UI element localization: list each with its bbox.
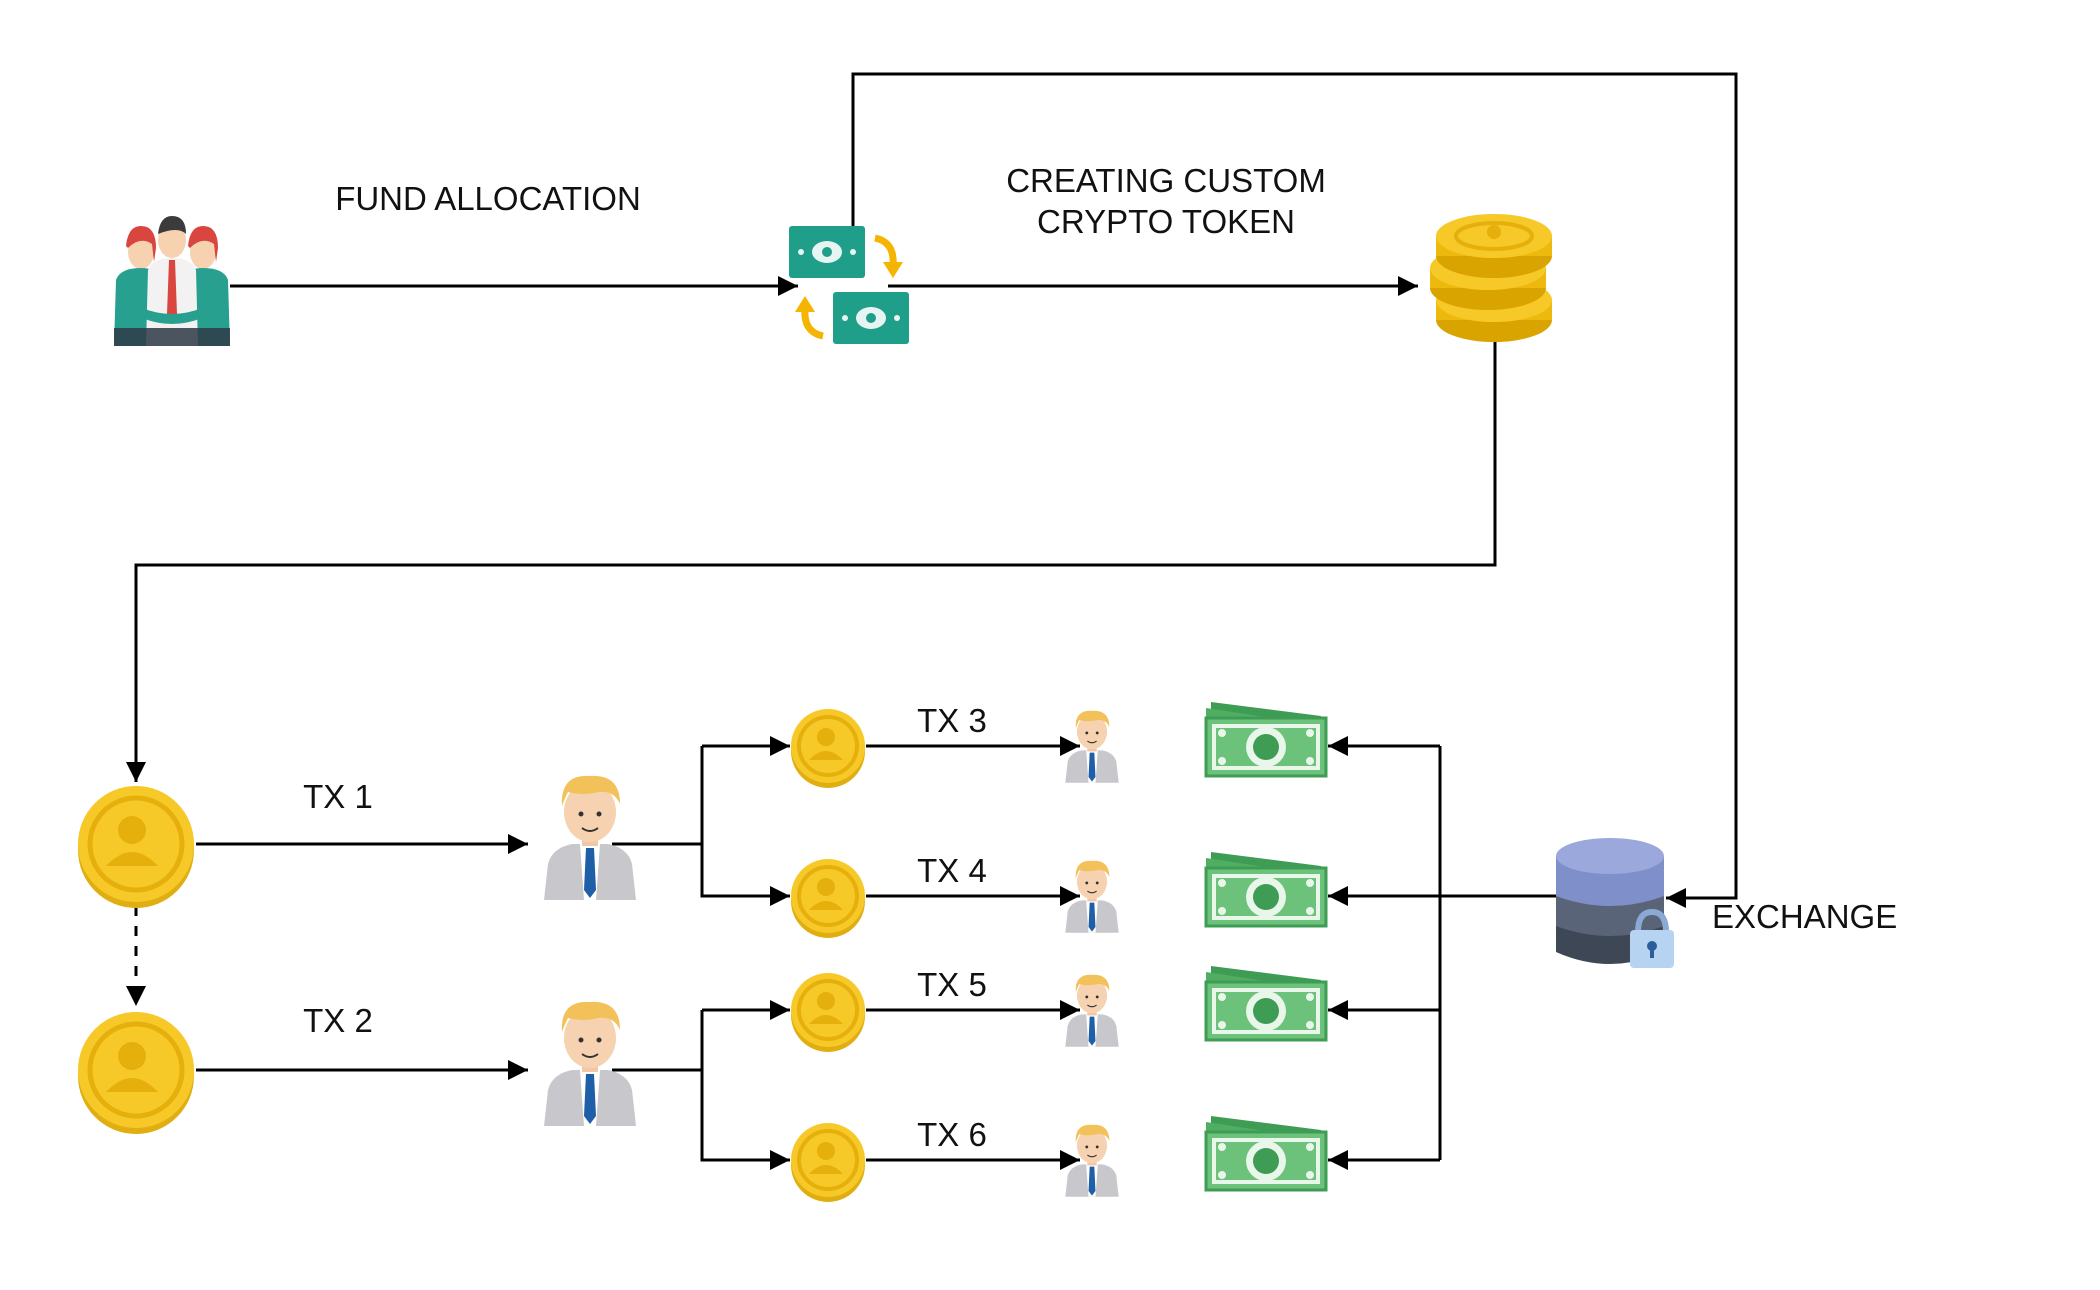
root-coin-2-icon	[78, 1012, 194, 1134]
arrow-user1-to-coin4	[700, 844, 790, 906]
people-group-icon	[114, 216, 230, 346]
label-tx3: TX 3	[917, 702, 987, 739]
branch-user1	[612, 746, 704, 846]
database-lock-icon	[1556, 838, 1674, 968]
cash-4-icon	[1204, 1114, 1328, 1192]
coin-tx6-icon	[789, 1121, 867, 1204]
label-custom-token-line2: CRYPTO TOKEN	[1037, 203, 1295, 240]
arrow-user2-to-coin6	[700, 1070, 790, 1170]
label-tx6: TX 6	[917, 1116, 987, 1153]
labels: FUND ALLOCATION CREATING CUSTOM CRYPTO T…	[303, 162, 1897, 1153]
user-1-icon	[543, 774, 637, 901]
connectors	[126, 72, 1738, 1170]
label-tx5: TX 5	[917, 966, 987, 1003]
user-2-icon	[543, 1000, 637, 1127]
label-tx1: TX 1	[303, 778, 373, 815]
branch-user2	[612, 1010, 704, 1072]
label-tx4: TX 4	[917, 852, 987, 889]
coin-tx4-icon	[789, 857, 867, 940]
root-coin-icon	[78, 786, 194, 908]
coin-tx3-icon	[789, 707, 867, 790]
label-custom-token-line1: CREATING CUSTOM	[1006, 162, 1326, 199]
coin-tx5-icon	[789, 971, 867, 1054]
arrow-token-to-root-coin	[126, 342, 1497, 782]
label-exchange: EXCHANGE	[1712, 898, 1897, 935]
money-exchange-icon	[789, 226, 909, 344]
cash-1-icon	[1204, 700, 1328, 778]
label-tx2: TX 2	[303, 1002, 373, 1039]
coin-stack-icon	[1430, 214, 1552, 342]
cash-3-icon	[1204, 964, 1328, 1042]
cash-2-icon	[1204, 850, 1328, 928]
label-fund-allocation: FUND ALLOCATION	[335, 180, 641, 217]
arrow-allocation-to-exchange	[851, 72, 1738, 908]
